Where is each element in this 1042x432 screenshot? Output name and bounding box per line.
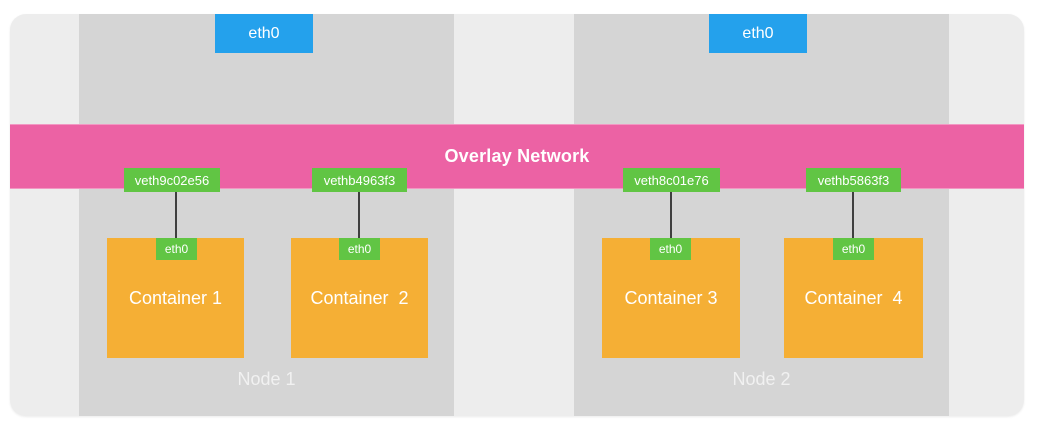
veth-interface-container-2: vethb4963f3 [312, 168, 407, 192]
container-3-label: Container 3 [624, 287, 718, 308]
node-1-title: Node 1 [237, 368, 296, 389]
veth-interface-container-1: veth9c02e56 [124, 168, 220, 192]
container-4-label: Container 4 [804, 287, 903, 308]
container-2-eth0-interface: eth0 [339, 238, 380, 260]
veth-interface-container-3: veth8c01e76 [623, 168, 720, 192]
node-2-title: Node 2 [732, 368, 791, 389]
container-2-eth0-label: eth0 [347, 242, 372, 256]
container-1-eth0-interface: eth0 [156, 238, 197, 260]
veth-label-1: veth9c02e56 [134, 172, 210, 188]
node-1-eth0-label: eth0 [248, 24, 280, 42]
container-1-label: Container 1 [128, 287, 223, 308]
container-1-eth0-label: eth0 [164, 242, 189, 256]
container-2-label: Container 2 [310, 287, 409, 308]
veth-label-2: vethb4963f3 [323, 172, 396, 188]
container-3-eth0-interface: eth0 [650, 238, 691, 260]
container-4-eth0-label: eth0 [841, 242, 866, 256]
container-3-eth0-label: eth0 [658, 242, 683, 256]
veth-label-3: veth8c01e76 [634, 172, 709, 188]
veth-interface-container-4: vethb5863f3 [806, 168, 901, 192]
container-4-eth0-interface: eth0 [833, 238, 874, 260]
connector-veth-container-3 [670, 186, 672, 240]
node-2-eth0-interface: eth0 [709, 14, 807, 53]
node-1-eth0-interface: eth0 [215, 14, 313, 53]
veth-label-4: vethb5863f3 [817, 172, 890, 188]
connector-veth-container-1 [175, 186, 177, 240]
overlay-network-label: Overlay Network [444, 146, 590, 166]
node-2-eth0-label: eth0 [742, 24, 774, 42]
connector-veth-container-4 [852, 186, 854, 240]
connector-veth-container-2 [358, 186, 360, 240]
